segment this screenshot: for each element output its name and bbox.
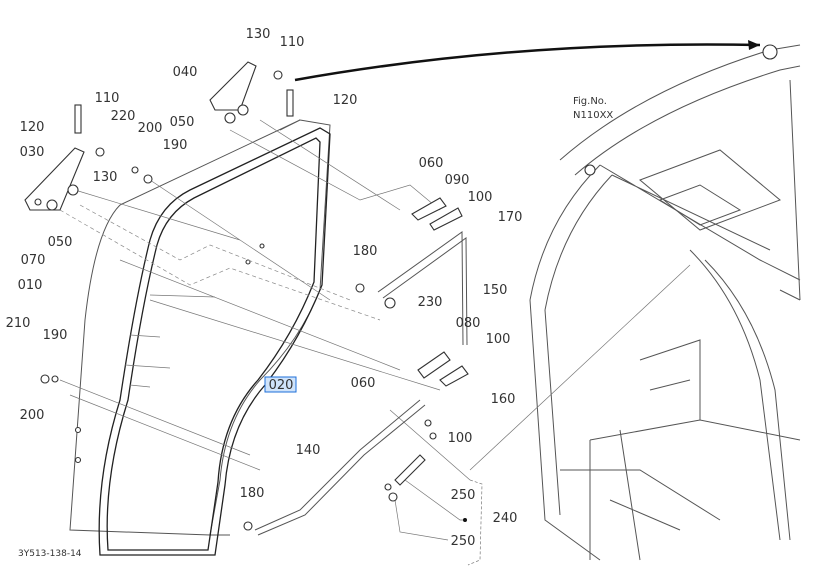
part-label[interactable]: 110 <box>95 91 120 106</box>
part-label[interactable]: 150 <box>483 283 508 298</box>
part-label[interactable]: 140 <box>296 443 321 458</box>
part-label[interactable]: 100 <box>448 431 473 446</box>
part-label[interactable]: 070 <box>21 253 46 268</box>
part-label[interactable]: 240 <box>493 511 518 526</box>
part-label[interactable]: 200 <box>20 408 45 423</box>
part-label[interactable]: 250 <box>451 534 476 549</box>
part-label[interactable]: 250 <box>451 488 476 503</box>
leader-lines <box>59 119 691 541</box>
part-label[interactable]: 190 <box>43 328 68 343</box>
part-label[interactable]: 160 <box>491 392 516 407</box>
part-label[interactable]: 040 <box>173 65 198 80</box>
part-label[interactable]: 090 <box>445 173 470 188</box>
part-label[interactable]: 060 <box>419 156 444 171</box>
hardware-drawing <box>24 61 483 566</box>
part-label[interactable]: 060 <box>351 376 376 391</box>
part-label[interactable]: 120 <box>20 120 45 135</box>
fig-label: Fig.No. <box>573 96 607 107</box>
part-label[interactable]: 200 <box>138 121 163 136</box>
part-label[interactable]: 180 <box>240 486 265 501</box>
part-label[interactable]: 130 <box>93 170 118 185</box>
part-label[interactable]: 190 <box>163 138 188 153</box>
part-label[interactable]: 080 <box>456 316 481 331</box>
drawing-id: 3Y513-138-14 <box>18 549 82 559</box>
part-label[interactable]: 210 <box>6 316 31 331</box>
selected-part-highlight <box>264 376 297 393</box>
part-label[interactable]: 220 <box>111 109 136 124</box>
cab-frame-drawing <box>529 44 801 561</box>
part-label[interactable]: 120 <box>333 93 358 108</box>
door-glass-drawing <box>69 119 331 556</box>
part-label[interactable]: 050 <box>48 235 73 250</box>
part-label[interactable]: 100 <box>486 332 511 347</box>
part-label[interactable]: 170 <box>498 210 523 225</box>
reference-arrow <box>294 43 761 82</box>
part-label[interactable]: 110 <box>280 35 305 50</box>
part-label[interactable]: 010 <box>18 278 43 293</box>
part-label[interactable]: 180 <box>353 244 378 259</box>
fig-number: N110XX <box>573 110 613 121</box>
part-label[interactable]: 030 <box>20 145 45 160</box>
part-label[interactable]: 130 <box>246 27 271 42</box>
part-label-selected[interactable]: 020 <box>269 378 294 393</box>
part-label[interactable]: 100 <box>468 190 493 205</box>
part-label[interactable]: 050 <box>170 115 195 130</box>
part-labels: 130 110 040 120 110 120 220 200 190 050 … <box>6 27 523 549</box>
part-label[interactable]: 230 <box>418 295 443 310</box>
